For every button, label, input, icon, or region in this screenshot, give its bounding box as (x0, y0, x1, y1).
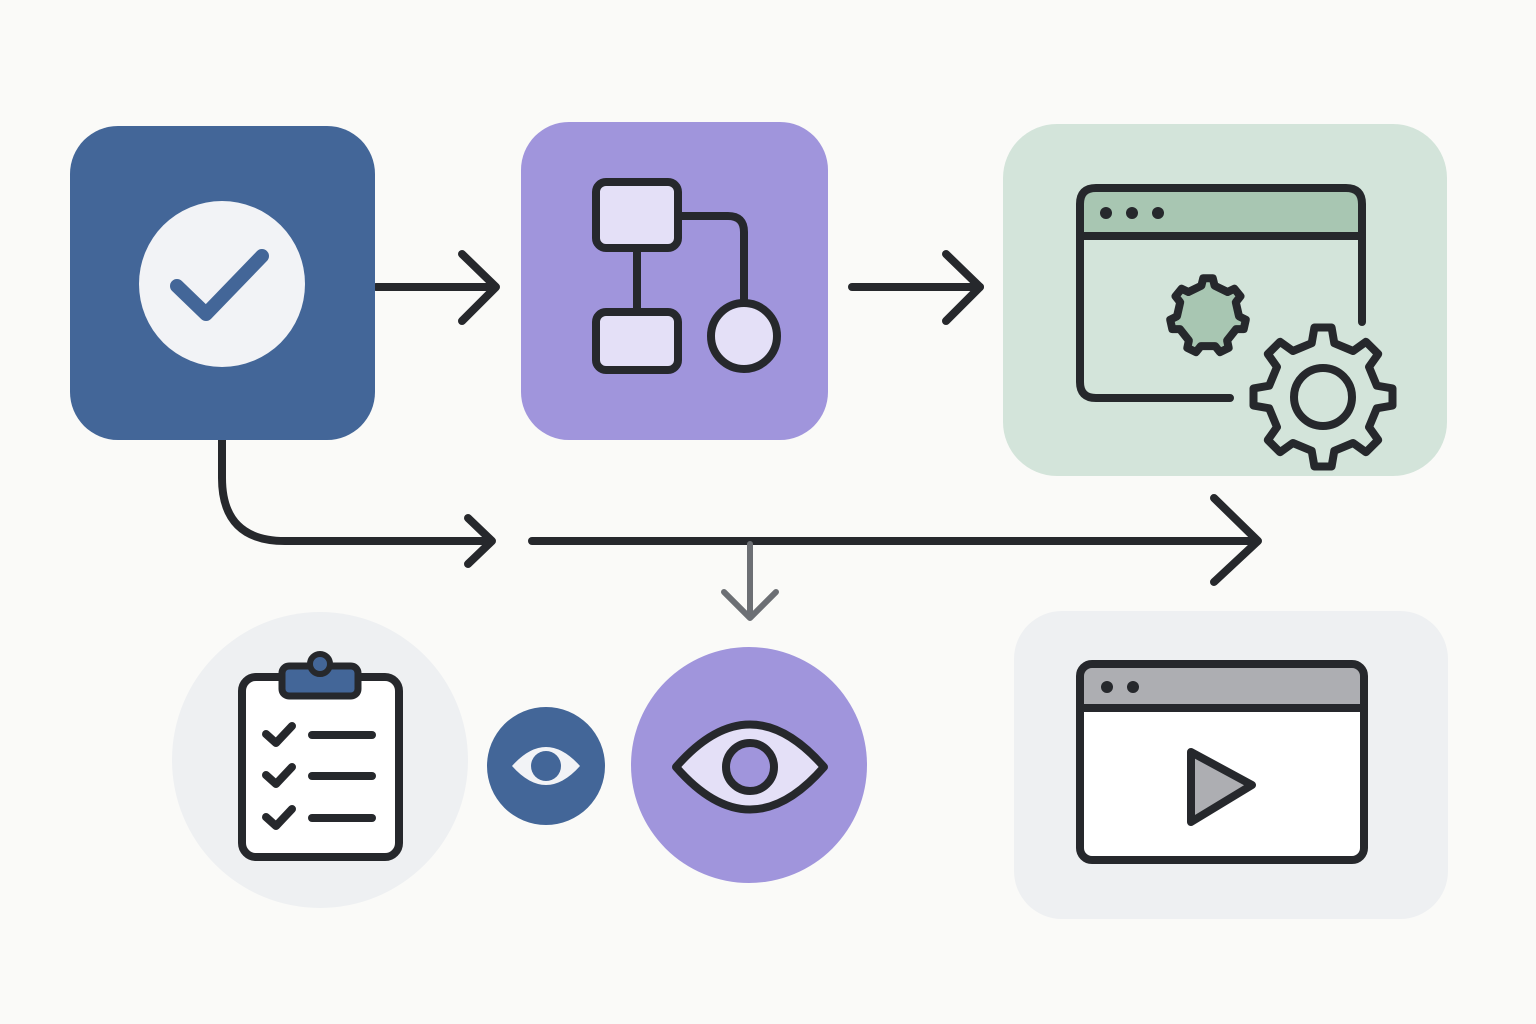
connector-main-line (528, 494, 1262, 586)
clipboard-checklist-icon (238, 651, 403, 861)
review-small-node (487, 707, 605, 825)
verify-node (70, 126, 375, 440)
check-circle-icon (139, 201, 305, 367)
app-settings-node (1003, 124, 1447, 476)
review-large-node (631, 647, 867, 883)
small-gear-icon (1166, 274, 1250, 357)
connector-verify-to-workflow (372, 250, 500, 325)
connector-workflow-to-settings (848, 250, 984, 325)
eye-icon (672, 720, 828, 814)
large-gear-icon (1249, 323, 1397, 471)
workflow-node (521, 122, 828, 440)
connector-down-to-review (721, 541, 779, 621)
browser-window-icon (1076, 184, 1366, 402)
browser-play-icon (1076, 660, 1368, 864)
connector-verify-curve-down (218, 436, 496, 568)
flowchart-icon (592, 178, 781, 374)
checklist-node (172, 612, 468, 908)
video-player-node (1014, 611, 1448, 919)
eye-icon (512, 747, 580, 785)
